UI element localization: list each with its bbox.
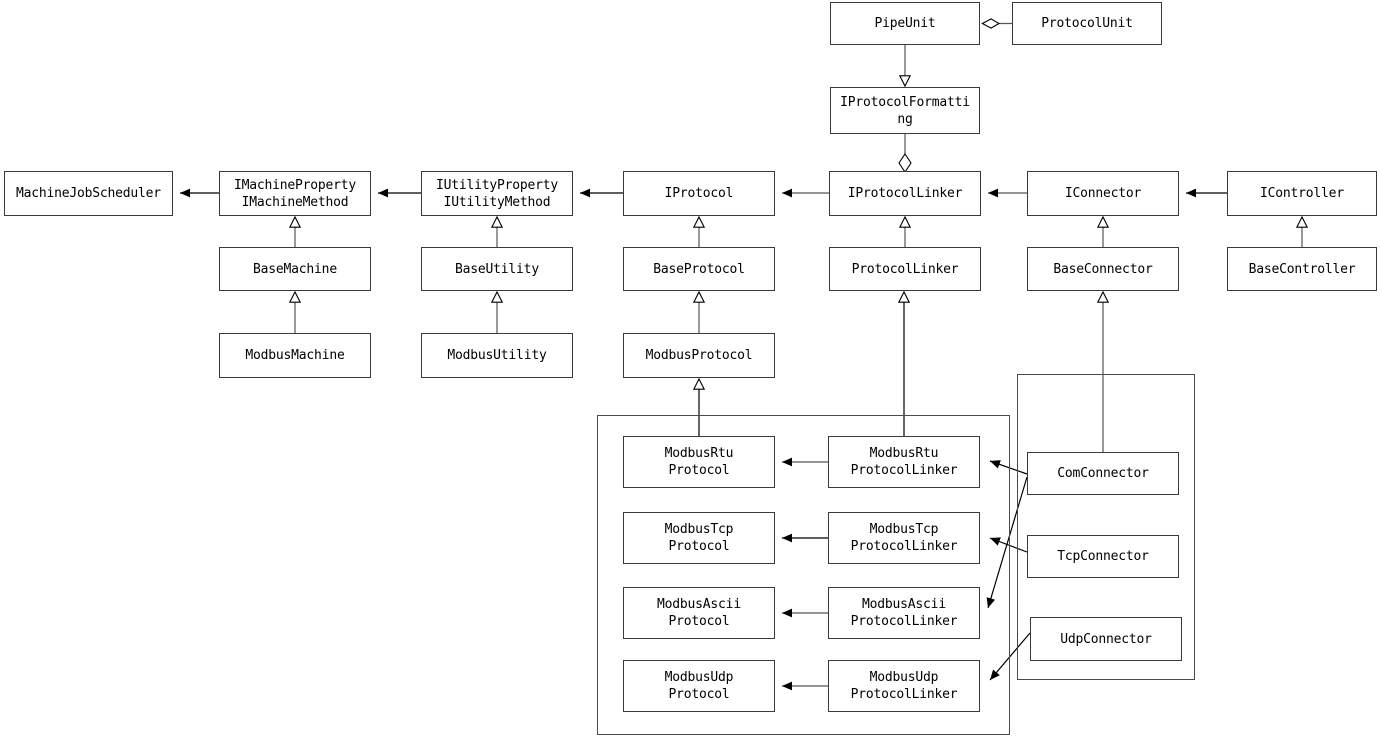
node-modbus-ascii-protocol-linker[interactable]: ModbusAscii ProtocolLinker: [828, 587, 980, 639]
node-com-connector[interactable]: ComConnector: [1027, 452, 1179, 495]
node-iprotocol-formatting[interactable]: IProtocolFormatti ng: [830, 87, 980, 134]
aggregation-diamond-linker: [898, 153, 912, 173]
node-protocol-linker[interactable]: ProtocolLinker: [829, 247, 981, 291]
node-machine-job-scheduler[interactable]: MachineJobScheduler: [4, 171, 173, 216]
node-modbus-udp-protocol[interactable]: ModbusUdp Protocol: [623, 660, 775, 712]
node-base-protocol[interactable]: BaseProtocol: [623, 247, 775, 291]
node-pipe-unit[interactable]: PipeUnit: [830, 2, 980, 45]
node-modbus-rtu-protocol-linker[interactable]: ModbusRtu ProtocolLinker: [828, 436, 980, 488]
node-modbus-tcp-protocol-linker[interactable]: ModbusTcp ProtocolLinker: [828, 512, 980, 564]
node-iprotocol[interactable]: IProtocol: [623, 171, 775, 216]
node-modbus-protocol[interactable]: ModbusProtocol: [623, 333, 775, 378]
node-base-machine[interactable]: BaseMachine: [219, 247, 371, 291]
node-base-utility[interactable]: BaseUtility: [421, 247, 573, 291]
node-imachine-property[interactable]: IMachineProperty IMachineMethod: [219, 171, 371, 216]
node-base-connector[interactable]: BaseConnector: [1027, 247, 1179, 291]
node-modbus-rtu-protocol[interactable]: ModbusRtu Protocol: [623, 436, 775, 488]
node-icontroller[interactable]: IController: [1227, 171, 1377, 216]
node-base-controller[interactable]: BaseController: [1227, 247, 1377, 291]
node-udp-connector[interactable]: UdpConnector: [1030, 617, 1182, 661]
node-tcp-connector[interactable]: TcpConnector: [1027, 535, 1179, 578]
node-modbus-ascii-protocol[interactable]: ModbusAscii Protocol: [623, 587, 775, 639]
node-modbus-utility[interactable]: ModbusUtility: [421, 333, 573, 378]
node-modbus-udp-protocol-linker[interactable]: ModbusUdp ProtocolLinker: [828, 660, 980, 712]
node-modbus-tcp-protocol[interactable]: ModbusTcp Protocol: [623, 512, 775, 564]
node-iutility-property[interactable]: IUtilityProperty IUtilityMethod: [421, 171, 573, 216]
node-iconnector[interactable]: IConnector: [1027, 171, 1179, 216]
node-protocol-unit[interactable]: ProtocolUnit: [1012, 2, 1162, 45]
node-modbus-machine[interactable]: ModbusMachine: [219, 333, 371, 378]
node-iprotocol-linker[interactable]: IProtocolLinker: [829, 171, 981, 216]
